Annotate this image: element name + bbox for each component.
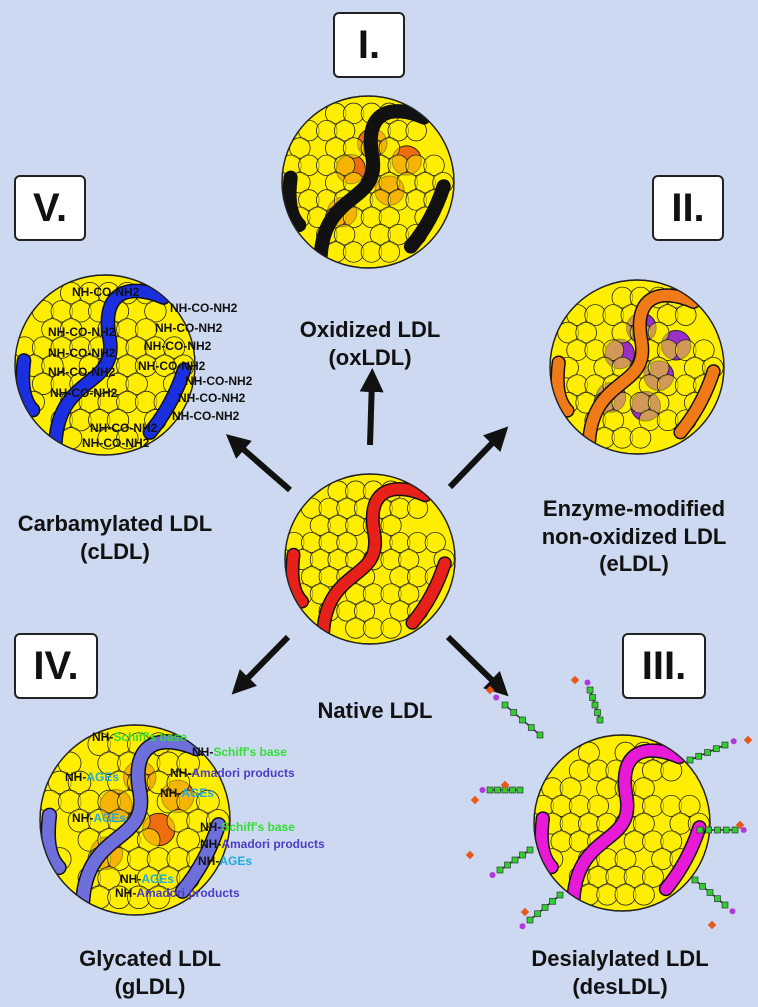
carbamyl-label: NH-CO-NH2 <box>138 359 206 373</box>
panel-number-III: III. <box>622 633 706 699</box>
label-desialylated-ldl: Desialylated LDL (desLDL) <box>500 945 740 1000</box>
panel-number-II: II. <box>652 175 724 241</box>
carbamyl-label: NH-CO-NH2 <box>48 346 116 360</box>
glycated-ldl-particle <box>39 724 231 916</box>
enzyme-modified-ldl-particle <box>549 279 725 455</box>
apob-band <box>583 289 700 447</box>
label-glycated-name: Glycated LDL <box>79 946 221 971</box>
glycation-label: NH-Amadori products <box>200 837 325 851</box>
arrow-to-carbamylated <box>225 434 292 493</box>
desialylated-ldl-particle <box>533 734 711 912</box>
carbamyl-label: NH-CO-NH2 <box>90 421 158 435</box>
glycation-label: NH-Amadori products <box>170 766 295 780</box>
label-enzyme-name1: Enzyme-modified <box>542 496 726 521</box>
glycation-label: NH-AGEs <box>65 770 119 784</box>
carbamyl-label: NH-CO-NH2 <box>72 285 140 299</box>
oxidized-ldl-particle <box>281 95 455 269</box>
arrow-to-desialylated <box>445 634 509 697</box>
carbamyl-label: NH-CO-NH2 <box>178 391 246 405</box>
label-enzyme-abbr: (eLDL) <box>599 551 669 576</box>
sialic-acid-chains <box>465 675 753 930</box>
glycation-label: NH-Schiff's base <box>192 745 287 759</box>
label-carbamylated-name: Carbamylated LDL <box>17 511 213 536</box>
label-native-ldl: Native LDL <box>317 698 433 723</box>
panel-number-V: V. <box>14 175 86 241</box>
carbamyl-label: NH-CO-NH2 <box>185 374 253 388</box>
panel-number-IV: IV. <box>14 633 98 699</box>
label-glycated-ldl: Glycated LDL (gLDL) <box>50 945 250 1000</box>
label-enzyme-name2: non-oxidized LDL <box>541 523 727 549</box>
glycation-label: NH-Amadori products <box>115 886 240 900</box>
carbamyl-label: NH-CO-NH2 <box>155 321 223 335</box>
apob-band <box>315 105 430 261</box>
glycation-label: NH-AGEs <box>160 786 214 800</box>
glycation-labels: NH-Schiff's base NH-Schiff's base NH-AGE… <box>65 730 325 900</box>
label-enzyme-ldl: Enzyme-modified non-oxidized LDL (eLDL) <box>510 495 758 578</box>
carbamylation-labels: NH-CO-NH2 NH-CO-NH2 NH-CO-NH2 NH-CO-NH2 … <box>48 285 253 450</box>
apob-band <box>76 735 203 907</box>
glycation-label: NH-Schiff's base <box>92 730 187 744</box>
carbamyl-label: NH-CO-NH2 <box>170 301 238 315</box>
carbamyl-label: NH-CO-NH2 <box>48 365 116 379</box>
apob-band <box>317 483 431 637</box>
carbamyl-label: NH-CO-NH2 <box>172 409 240 423</box>
glycation-label: NH-AGEs <box>198 854 252 868</box>
carbamyl-label: NH-CO-NH2 <box>82 436 150 450</box>
label-oxidized-abbr: (oxLDL) <box>328 344 412 370</box>
glycation-label: NH-Schiff's base <box>200 820 295 834</box>
native-ldl-particle <box>284 473 456 645</box>
apob-band <box>567 744 685 904</box>
label-oxidized-name: Oxidized LDL <box>299 317 441 342</box>
apob-band <box>49 285 170 448</box>
label-carbamylated-abbr: (cLDL) <box>80 538 150 564</box>
label-oxidized-ldl: Oxidized LDL (oxLDL) <box>270 316 470 371</box>
carbamyl-label: NH-CO-NH2 <box>144 339 212 353</box>
carbamyl-label: NH-CO-NH2 <box>50 386 118 400</box>
label-desialylated-name: Desialylated LDL <box>531 946 709 971</box>
carbamyl-label: NH-CO-NH2 <box>48 325 116 339</box>
carbamylated-ldl-particle <box>14 274 196 456</box>
label-glycated-abbr: (gLDL) <box>114 973 186 999</box>
label-desialylated-abbr: (desLDL) <box>572 973 668 999</box>
panel-number-I: I. <box>333 12 405 78</box>
arrow-to-glycated <box>231 634 291 695</box>
arrow-to-enzyme <box>447 426 509 490</box>
label-carbamylated-ldl: Carbamylated LDL (cLDL) <box>0 510 230 565</box>
glycation-label: NH-AGEs <box>120 872 174 886</box>
glycation-label: NH-AGEs <box>72 811 126 825</box>
arrow-to-oxidized <box>359 368 384 446</box>
